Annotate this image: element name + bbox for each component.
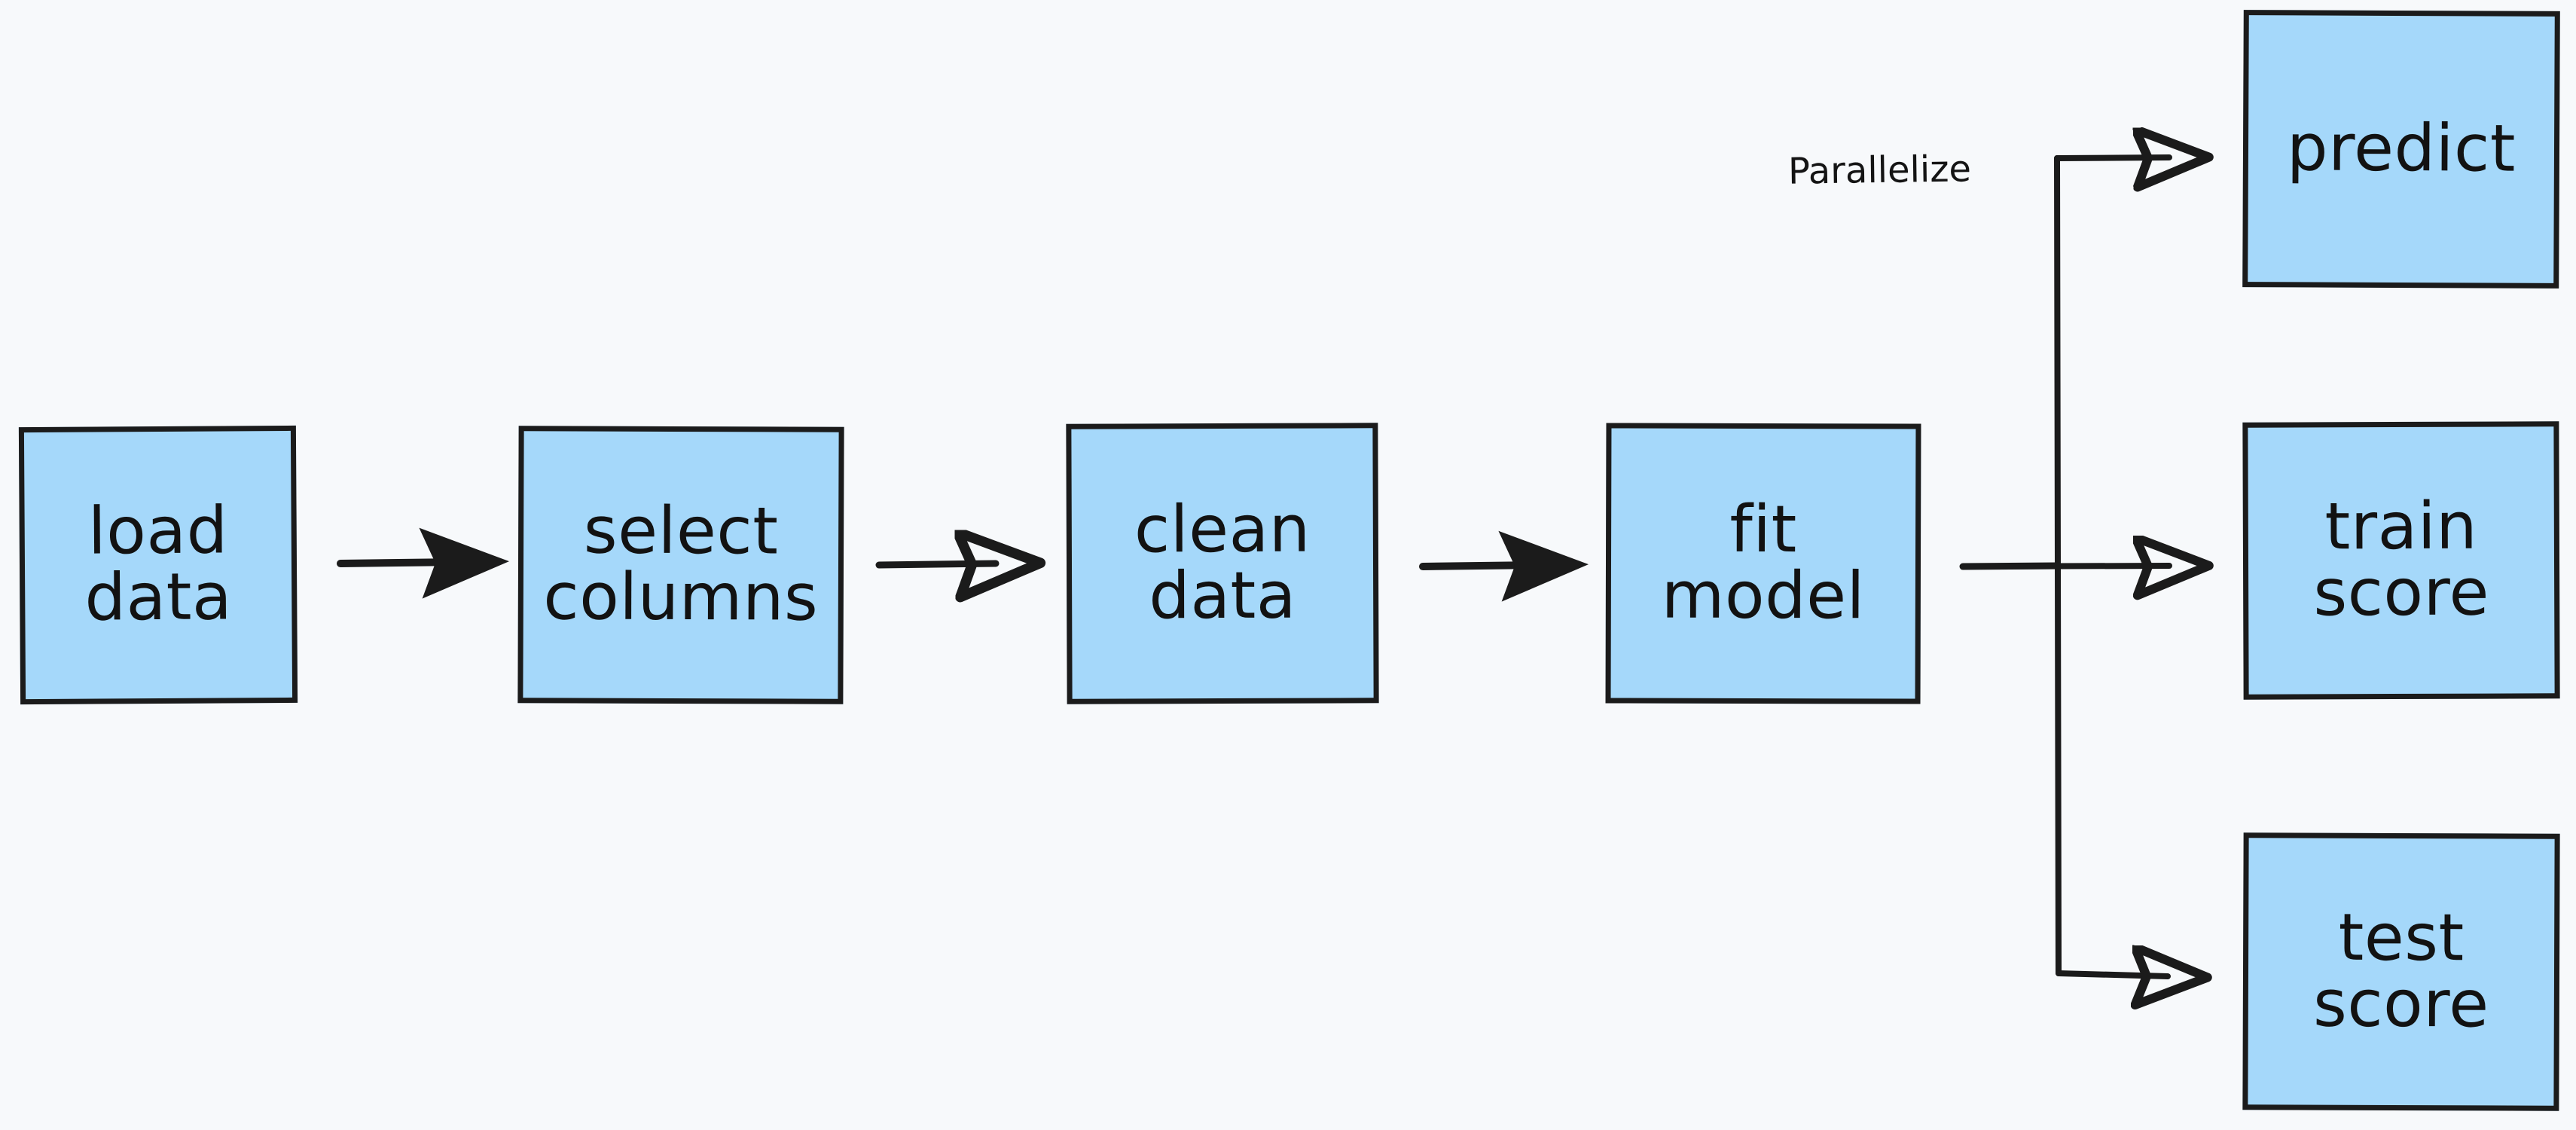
node-select-columns[interactable]: select columns: [517, 426, 844, 704]
node-test-score[interactable]: test score: [2242, 832, 2560, 1111]
edge-branch-to-train-score: [1960, 566, 2169, 567]
edge-load-to-select: [337, 527, 509, 599]
node-test-score-line2: score: [2312, 966, 2489, 1043]
node-train-score-line2: score: [2313, 554, 2490, 631]
node-load-data-line2: data: [84, 559, 233, 636]
edge-clean-to-fit: [1419, 530, 1589, 602]
edge-fit-to-branch-junction: [1959, 155, 2062, 976]
node-clean-data-line1: clean: [1134, 491, 1311, 568]
node-fit-model-line2: model: [1661, 557, 1866, 634]
node-select-columns-line1: select: [583, 493, 779, 570]
node-fit-model[interactable]: fit model: [1605, 423, 1921, 704]
node-predict[interactable]: predict: [2242, 10, 2560, 289]
edge-label-parallelize: Parallelize: [1787, 148, 1972, 193]
node-load-data[interactable]: load data: [18, 425, 298, 705]
node-train-score[interactable]: train score: [2242, 421, 2560, 700]
edge-branch-to-test-score: [2056, 973, 2168, 976]
node-train-score-line1: train: [2324, 488, 2478, 565]
node-predict-line1: predict: [2286, 110, 2516, 187]
node-load-data-line1: load: [87, 493, 228, 570]
edge-select-to-clean: [875, 563, 996, 565]
node-clean-data-line2: data: [1149, 557, 1297, 634]
edge-branch-to-predict: [2054, 157, 2169, 158]
node-fit-model-line1: fit: [1729, 492, 1797, 568]
node-clean-data[interactable]: clean data: [1066, 423, 1379, 704]
node-select-columns-line2: columns: [543, 559, 819, 636]
node-test-score-line1: test: [2338, 899, 2465, 976]
